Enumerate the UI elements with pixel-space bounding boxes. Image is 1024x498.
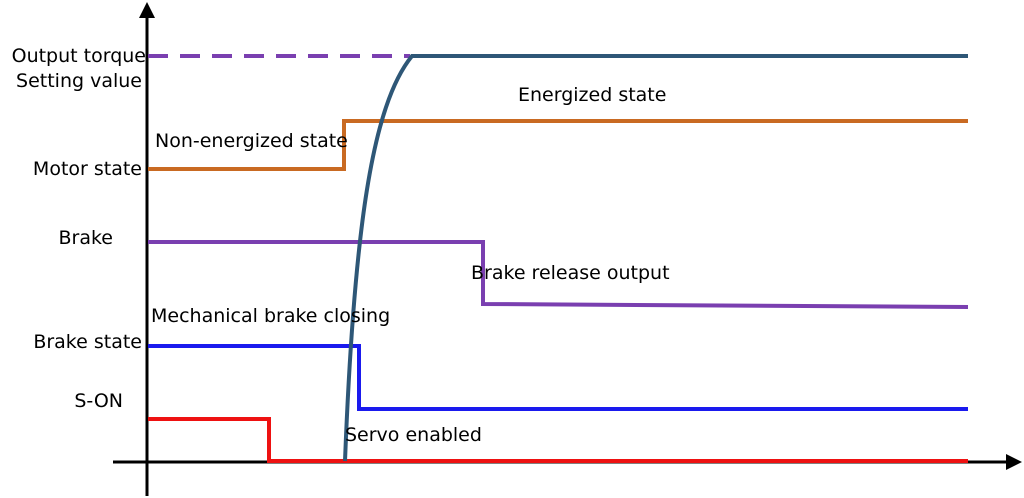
label-brake: Brake: [58, 227, 113, 249]
brake-state-signal: [148, 344, 968, 411]
annotation-servo-enabled: Servo enabled: [345, 424, 482, 446]
y-axis-arrow: [139, 2, 155, 18]
annotation-non-energized-state: Non-energized state: [155, 130, 348, 152]
label-brake-state: Brake state: [33, 331, 142, 353]
label-setting-value: Setting value: [16, 70, 142, 92]
label-s-on: S-ON: [74, 390, 123, 412]
annotation-energized-state: Energized state: [518, 84, 666, 106]
s-on-signal: [148, 417, 968, 463]
annotation-brake-release-output: Brake release output: [471, 262, 670, 284]
annotation-mechanical-brake-closing: Mechanical brake closing: [151, 305, 390, 327]
label-output-torque: Output torque: [12, 45, 146, 67]
label-motor-state: Motor state: [33, 158, 142, 180]
output-torque-curve: [343, 54, 968, 462]
axes: [113, 2, 1022, 496]
x-axis-arrow: [1006, 454, 1022, 470]
brake-signal: [148, 240, 969, 309]
motor-state-signal: [148, 119, 968, 171]
